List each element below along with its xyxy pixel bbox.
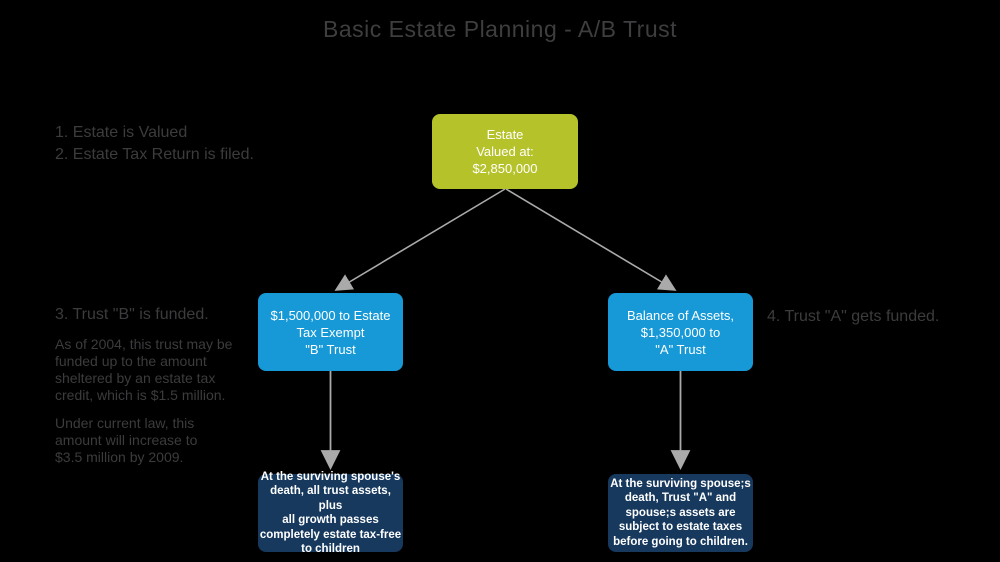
step-3-paragraph-2: Under current law, this amount will incr… bbox=[55, 415, 198, 465]
estate-value-text: Estate Valued at: $2,850,000 bbox=[472, 127, 538, 176]
step-3-heading: 3. Trust "B" is funded. bbox=[55, 306, 209, 323]
diagram-title: Basic Estate Planning - A/B Trust bbox=[323, 16, 677, 42]
trust-b-outcome-box: At the surviving spouse's death, all tru… bbox=[258, 471, 403, 555]
trust-a-outcome-box: At the surviving spouse;s death, Trust "… bbox=[608, 474, 753, 552]
trust-b-text: $1,500,000 to Estate Tax Exempt "B" Trus… bbox=[270, 307, 391, 357]
trust-a-outcome-text: At the surviving spouse;s death, Trust "… bbox=[610, 477, 751, 548]
trust-a-text: Balance of Assets, $1,350,000 to "A" Tru… bbox=[627, 307, 734, 357]
step-3-paragraph-1: As of 2004, this trust may be funded up … bbox=[55, 336, 233, 403]
estate-value-box: Estate Valued at: $2,850,000 bbox=[432, 114, 578, 189]
trust-a-box: Balance of Assets, $1,350,000 to "A" Tru… bbox=[608, 293, 753, 371]
trust-b-box: $1,500,000 to Estate Tax Exempt "B" Trus… bbox=[258, 293, 403, 371]
annotation-step-3: 3. Trust "B" is funded. As of 2004, this… bbox=[55, 306, 255, 466]
connector-estate-to-trust-a bbox=[505, 188, 677, 291]
annotation-step-4: 4. Trust "A" gets funded. bbox=[767, 308, 940, 325]
step-2-text: 2. Estate Tax Return is filed. bbox=[55, 146, 254, 163]
trust-b-outcome-text: At the surviving spouse's death, all tru… bbox=[259, 470, 402, 556]
annotation-steps-1-2: 1. Estate is Valued 2. Estate Tax Return… bbox=[55, 122, 254, 166]
connector-estate-to-trust-b bbox=[334, 188, 506, 291]
step-1-text: 1. Estate is Valued bbox=[55, 124, 188, 141]
